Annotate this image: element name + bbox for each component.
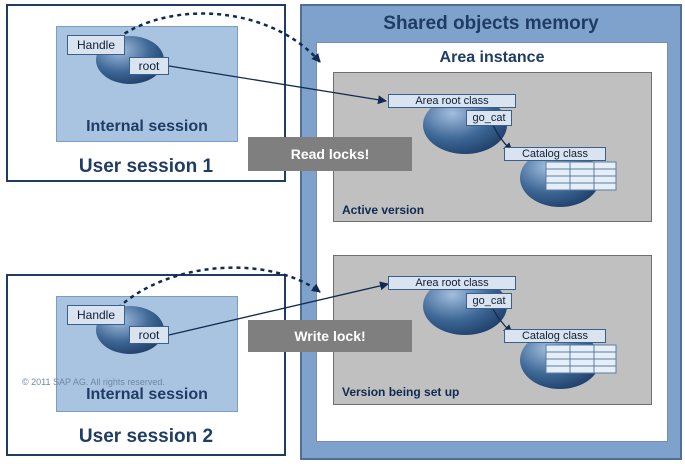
write-lock-box: Write lock! (248, 320, 412, 352)
root-label: root (129, 57, 169, 75)
object-blob (423, 277, 507, 335)
user-session-label: User session 1 (78, 156, 214, 177)
handle-label: Handle (67, 35, 125, 55)
root-reference-arrow (168, 281, 389, 336)
user-session-label: User session 2 (78, 426, 214, 447)
catalog-data-table (545, 161, 617, 191)
go-cat-label: go_cat (466, 293, 512, 309)
area-root-class-label: Area root class (388, 276, 516, 290)
root-reference-arrow (168, 65, 387, 105)
handle-dotted-arrow (117, 266, 321, 309)
area-root-class-label: Area root class (388, 94, 516, 108)
internal-session-label: Internal session (86, 386, 208, 403)
catalog-data-table (545, 344, 617, 374)
copyright-notice: © 2011 SAP AG. All rights reserved. (22, 377, 165, 387)
shared-memory-title: Shared objects memory (383, 13, 599, 34)
handle-label: Handle (67, 305, 125, 325)
catalog-class-label: Catalog class (504, 329, 606, 343)
version-label: Active version (342, 203, 425, 217)
catalog-class-label: Catalog class (504, 147, 606, 161)
area-instance-title: Area instance (439, 49, 545, 66)
read-locks-box: Read locks! (248, 137, 412, 171)
go-cat-label: go_cat (466, 110, 512, 126)
handle-dotted-arrow (117, 12, 321, 63)
version-label: Version being set up (342, 385, 460, 399)
internal-session-label: Internal session (86, 118, 208, 135)
root-label: root (129, 326, 169, 344)
